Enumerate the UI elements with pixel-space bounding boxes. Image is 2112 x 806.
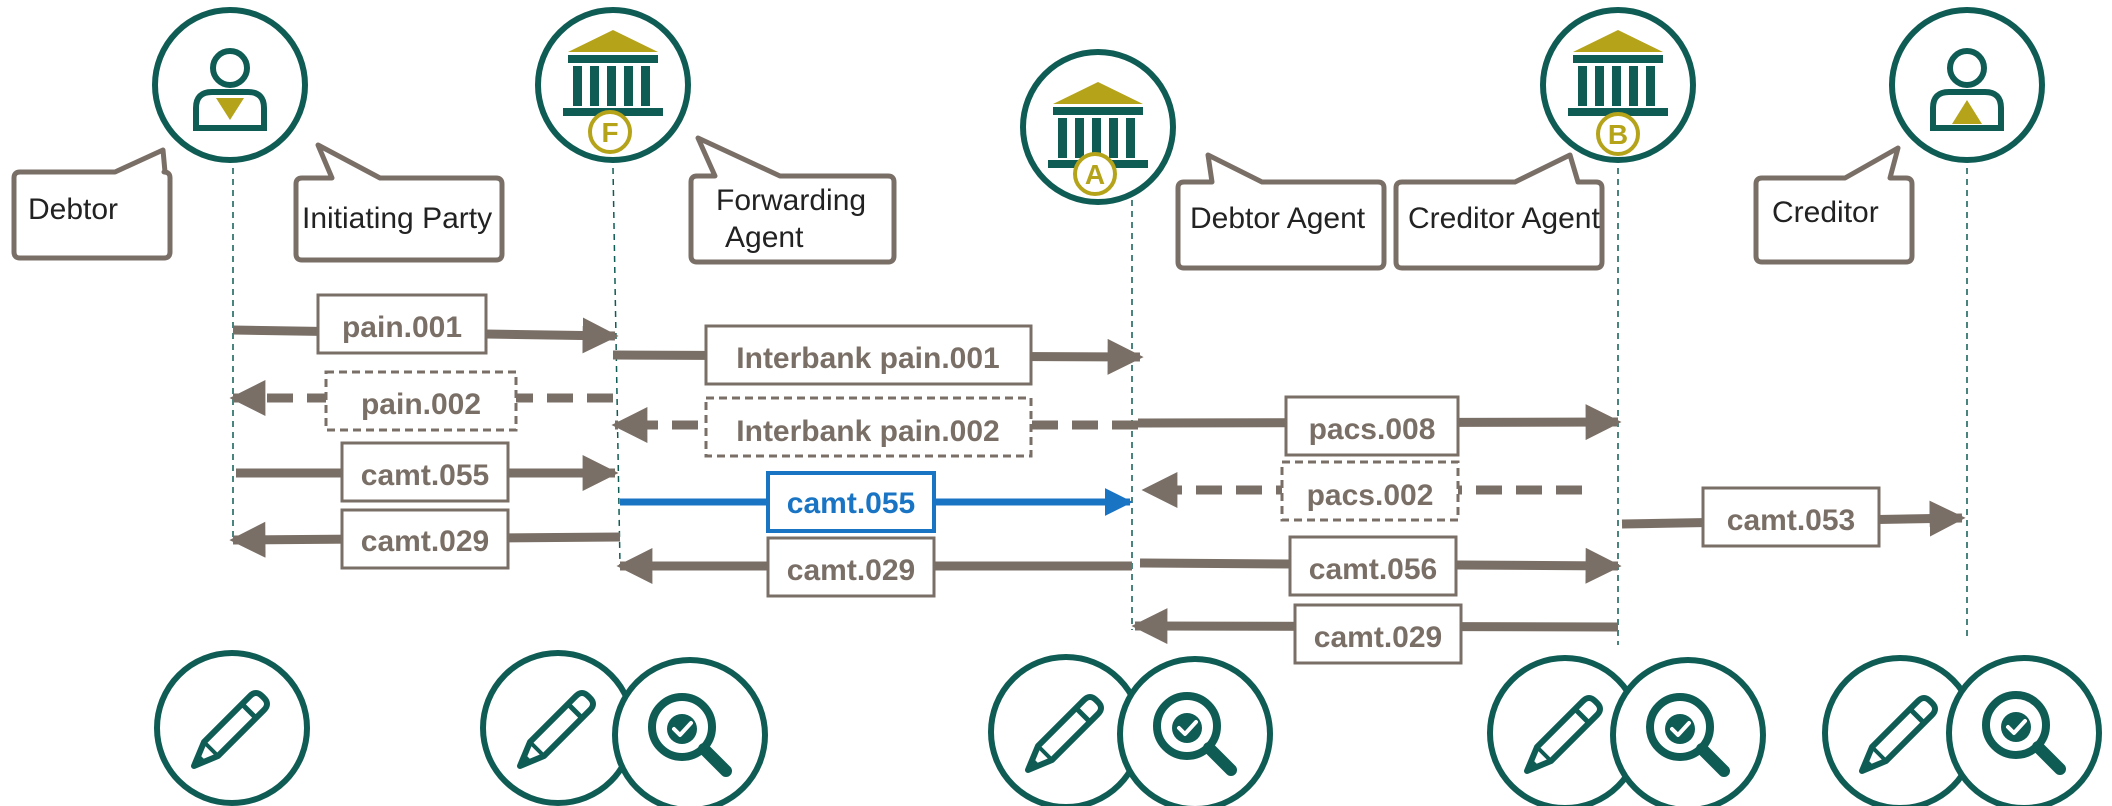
label-pacs002: pacs.002 <box>1307 479 1434 512</box>
tools-forwarding <box>480 650 768 806</box>
magnifier-check-icon <box>612 657 768 806</box>
label-camt053: camt.053 <box>1727 504 1855 537</box>
badge-f: F <box>601 117 618 148</box>
tools-debtor-agent <box>988 654 1273 806</box>
bubble-debtor-agent-label: Debtor Agent <box>1190 202 1366 235</box>
debtor-agent-icon: A <box>1020 49 1176 205</box>
badge-a: A <box>1085 159 1105 190</box>
bubble-debtor-agent: Debtor Agent <box>1175 152 1387 271</box>
forwarding-agent-icon: F <box>535 7 691 163</box>
badge-b: B <box>1608 119 1628 150</box>
bubble-forwarding-label-2: Agent <box>725 221 804 254</box>
label-box-camt029-b <box>766 536 936 598</box>
label-box-camt029-c <box>1293 603 1463 665</box>
debtor-icon <box>152 7 308 163</box>
label-camt029-c: camt.029 <box>1314 621 1442 654</box>
label-box-camt029-a <box>340 508 510 570</box>
bubble-forwarding-label-1: Forwarding <box>716 184 866 217</box>
label-interbank-pain002: Interbank pain.002 <box>736 415 999 448</box>
label-camt055-a: camt.055 <box>361 459 489 492</box>
label-box-pacs008 <box>1284 395 1460 457</box>
bubble-creditor-agent-label: Creditor Agent <box>1408 202 1600 235</box>
creditor-icon <box>1889 7 2045 163</box>
label-box-pain002 <box>324 370 518 432</box>
label-pain001: pain.001 <box>342 311 462 344</box>
message-labels: pain.001 Interbank pain.001 pain.002 Int… <box>316 293 1881 665</box>
pencil-icon <box>480 650 636 806</box>
label-box-camt056 <box>1288 535 1458 597</box>
magnifier-check-icon <box>1610 657 1766 806</box>
label-camt056: camt.056 <box>1309 553 1437 586</box>
creditor-agent-icon: B <box>1540 7 1696 163</box>
tools-debtor <box>154 650 310 806</box>
bubble-creditor: Creditor <box>1753 145 1915 265</box>
bubble-initiating-party: Initiating Party <box>293 142 505 263</box>
label-pain002: pain.002 <box>361 388 481 421</box>
bubble-creditor-label: Creditor <box>1772 196 1879 229</box>
label-box-camt055-b <box>766 471 936 533</box>
bubble-forwarding-agent: Forwarding Agent <box>688 135 897 265</box>
label-camt029-a: camt.029 <box>361 525 489 558</box>
tools-creditor-agent <box>1487 655 1766 806</box>
label-camt055-b: camt.055 <box>787 487 915 520</box>
label-box-interbank-pain002 <box>704 396 1033 458</box>
label-box-camt055-a <box>340 441 510 503</box>
bubble-creditor-agent: Creditor Agent <box>1393 152 1605 271</box>
label-box-interbank-pain001 <box>704 324 1033 386</box>
label-interbank-pain001: Interbank pain.001 <box>736 342 999 375</box>
tools-creditor <box>1822 655 2102 806</box>
bubble-debtor: Debtor <box>11 147 173 261</box>
pencil-icon <box>154 650 310 806</box>
label-box-pain001 <box>316 293 488 355</box>
label-pacs008: pacs.008 <box>1309 413 1436 446</box>
bubble-debtor-label: Debtor <box>28 193 118 226</box>
label-camt029-b: camt.029 <box>787 554 915 587</box>
lifeline-forwarding <box>612 167 621 566</box>
magnifier-check-icon <box>1117 656 1273 806</box>
magnifier-check-icon <box>1946 655 2102 806</box>
bubble-initiating-label: Initiating Party <box>302 202 492 235</box>
label-box-camt053 <box>1701 486 1881 548</box>
label-box-pacs002 <box>1280 460 1460 522</box>
